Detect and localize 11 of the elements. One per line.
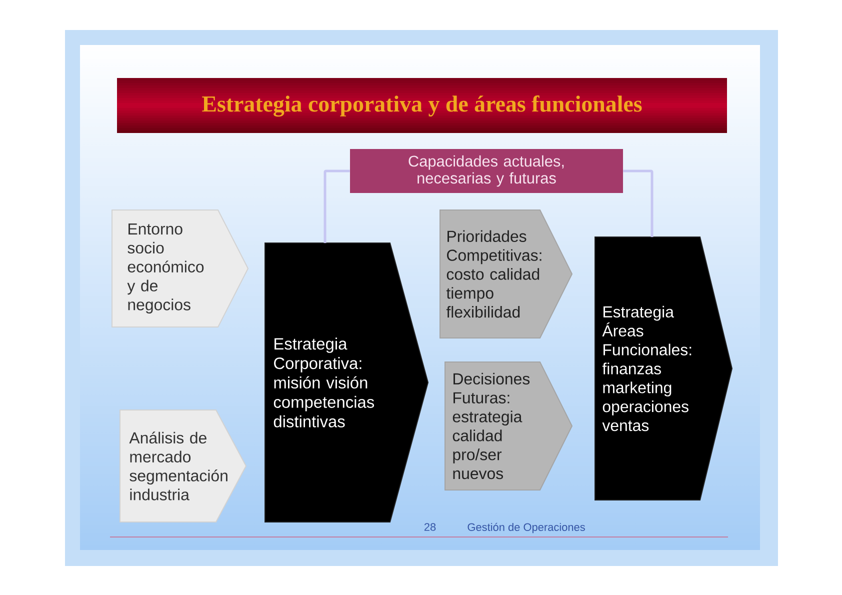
connector-line — [623, 170, 654, 237]
connector-line — [324, 170, 350, 243]
arrow-box: Análisis de mercado segmentación industria — [120, 410, 247, 522]
title: Estrategia corporativa y de áreas funcionales — [202, 95, 642, 117]
footer-text: Gestión de Operaciones — [468, 522, 585, 534]
arrow-box: Estrategia Corporativa: misión visión competencias distintivas — [264, 242, 429, 522]
page-number: 28 — [424, 523, 436, 531]
arrow-box: Estrategia Áreas Funcionales: finanzas marketing operaciones ventas — [594, 236, 733, 500]
arrow-box: Prioridades Competitivas: costo calidad tiempo flexibilidad — [440, 210, 573, 338]
label-box: Capacidades actuales, necesarias y futuras — [350, 149, 623, 193]
arrow-box: Decisiones Futuras: estrategia calidad pro/ser nuevos — [444, 362, 573, 490]
